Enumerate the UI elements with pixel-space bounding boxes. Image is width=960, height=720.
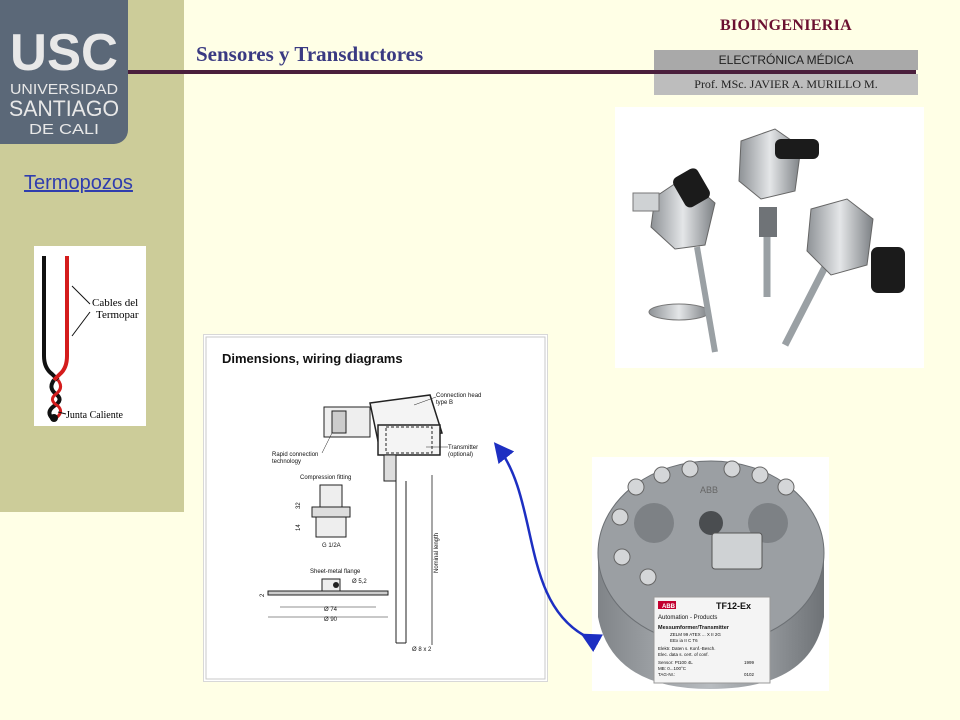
label-abb-logo: ABB xyxy=(662,604,676,610)
label-line4: Elektr. Daten s. Konf.-Besch. xyxy=(658,646,716,651)
dim-90: Ø 90 xyxy=(324,617,338,623)
dim-14: 14 xyxy=(296,524,302,531)
dim-nominal-length: Nominal length xyxy=(434,533,440,573)
label-line7: MB: 0...100°C xyxy=(658,666,687,671)
logo-santiago-text: SANTIAGO xyxy=(9,96,119,121)
label-cables: Cables del xyxy=(92,297,138,309)
label-technology: technology xyxy=(272,459,301,465)
diagram-heading: Dimensions, wiring diagrams xyxy=(222,351,403,366)
label-company: Automation - Products xyxy=(658,615,717,621)
header-rule xyxy=(128,70,916,74)
label-line8: TAG-Nr.: xyxy=(658,672,675,677)
label-optional: (optional) xyxy=(448,452,473,458)
page-title: Sensores y Transductores xyxy=(196,42,424,66)
logo-decali-text: DE CALI xyxy=(29,121,99,138)
label-g12a: G 1/2A xyxy=(322,543,341,549)
label-rapid-connection: Rapid connection xyxy=(272,452,318,458)
dim-2: 2 xyxy=(260,593,266,597)
usc-logo: USC UNIVERSIDAD SANTIAGO DE CALI xyxy=(0,0,128,144)
department-label: BIOINGENIERIA xyxy=(720,17,852,34)
dim-32: 32 xyxy=(296,502,302,509)
dim-8x2: Ø 8 x 2 xyxy=(412,647,432,653)
label-transmitter: Transmitter xyxy=(448,445,478,451)
label-sheet-flange: Sheet-metal flange xyxy=(310,569,361,575)
label-year: 1999 xyxy=(744,660,755,665)
professor-box: Prof. MSc. JAVIER A. MURILLO M. xyxy=(654,74,918,95)
dim-74: Ø 74 xyxy=(324,607,338,613)
dimensions-diagram: Dimensions, wiring diagrams Nominal leng… xyxy=(203,334,548,682)
label-compression-fitting: Compression fitting xyxy=(300,475,351,481)
subject-box: ELECTRÓNICA MÉDICA xyxy=(654,50,918,70)
thermocouple-image: Cables del Termopar Junta Caliente xyxy=(34,246,146,426)
label-line3: EEx ia II C T6 xyxy=(670,638,698,643)
label-code: 0102 xyxy=(744,672,755,677)
label-type-b: type B xyxy=(436,400,453,406)
label-line6: Sensor: Pt100 4L xyxy=(658,660,693,665)
transmitter-photo: ABB ABB TF12-Ex Automation - Products Me… xyxy=(592,457,829,691)
thermowell-photo xyxy=(615,107,924,368)
dim-52: Ø 5,2 xyxy=(352,579,367,585)
label-model: TF12-Ex xyxy=(716,601,751,611)
transmitter-top-brand: ABB xyxy=(700,485,718,495)
label-line2: ZELM 99 ATEX ... X II 2G xyxy=(670,632,721,637)
termopozos-link[interactable]: Termopozos xyxy=(24,172,133,194)
label-junta-caliente: Junta Caliente xyxy=(66,410,123,421)
label-termopar: Termopar xyxy=(96,309,139,321)
label-line5: Elec. data s. cert. of conf. xyxy=(658,652,709,657)
logo-usc-text: USC xyxy=(10,24,118,82)
label-line1: Messumformer/Transmitter xyxy=(658,625,730,631)
label-connection-head: Connection head xyxy=(436,393,481,399)
logo-universidad-text: UNIVERSIDAD xyxy=(10,81,118,98)
